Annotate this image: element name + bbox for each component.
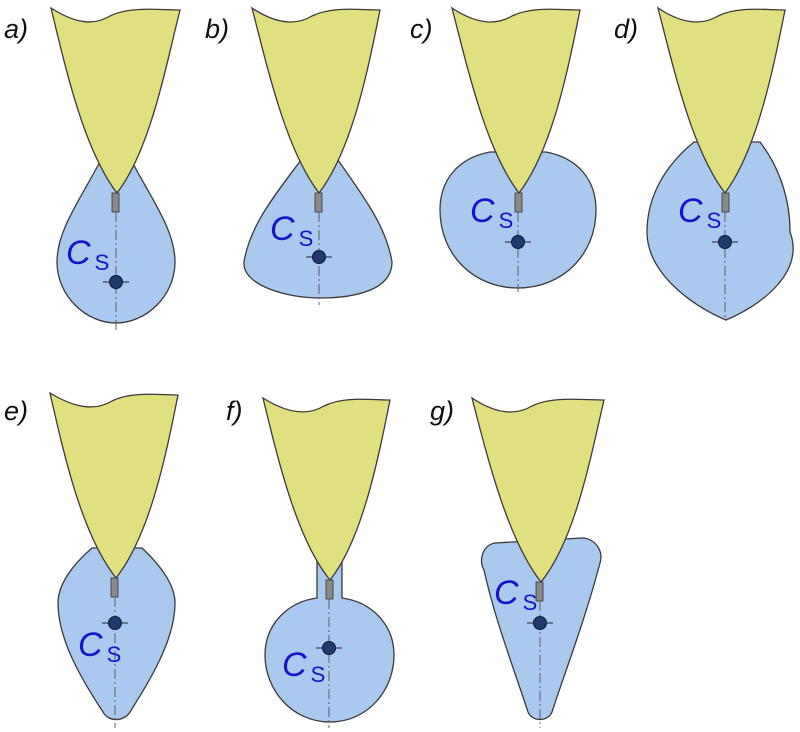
pin-b — [314, 192, 323, 213]
panel-label-b: b) — [205, 14, 229, 44]
cs-label-b: C S — [270, 210, 313, 251]
panel-label-e: e) — [4, 396, 28, 426]
center-of-gravity-d — [718, 235, 732, 249]
cs-label-c: C S — [470, 192, 513, 233]
panel-label-c: c) — [410, 14, 433, 44]
panel-f: f) C S — [226, 396, 395, 728]
cs-main-e: C — [78, 626, 103, 664]
center-of-gravity-a — [109, 275, 123, 289]
pin-f — [325, 579, 334, 600]
crown-f — [261, 396, 391, 582]
center-of-gravity-c — [511, 235, 525, 249]
pin-c — [514, 192, 523, 213]
panel-e: e) C S — [4, 391, 179, 728]
crown-g — [470, 396, 605, 584]
cs-main-c: C — [470, 192, 495, 230]
center-of-gravity-b — [312, 250, 326, 264]
tooth-body-b — [243, 159, 393, 299]
pin-g — [535, 581, 544, 602]
panel-b: b) C S — [205, 6, 393, 305]
tooth-body-d — [646, 141, 794, 321]
panel-label-g: g) — [430, 396, 454, 426]
cs-label-g: C S — [494, 574, 537, 615]
panel-c: c) C S — [410, 6, 597, 292]
tooth-body-f — [264, 559, 395, 723]
cs-main-b: C — [270, 210, 295, 248]
cs-main-d: C — [678, 192, 703, 230]
cs-label-a: C S — [66, 234, 109, 275]
cs-main-f: C — [282, 646, 307, 684]
cs-label-e: C S — [78, 626, 121, 667]
crown-d — [656, 6, 786, 195]
center-of-gravity-f — [322, 641, 336, 655]
cs-sub-d: S — [707, 208, 722, 233]
center-of-gravity-g — [533, 616, 547, 630]
pin-d — [721, 192, 730, 213]
cs-label-d: C S — [678, 192, 721, 233]
crown-e — [49, 391, 179, 580]
cs-sub-c: S — [499, 208, 514, 233]
cs-sub-a: S — [95, 250, 110, 275]
pin-e — [110, 577, 119, 598]
panel-label-a: a) — [4, 14, 28, 44]
cs-sub-f: S — [311, 662, 326, 687]
panel-label-f: f) — [226, 396, 243, 426]
cs-sub-e: S — [107, 642, 122, 667]
panel-a: a) C S — [4, 6, 181, 333]
cs-sub-b: S — [299, 226, 314, 251]
cs-sub-g: S — [523, 590, 538, 615]
panel-label-d: d) — [614, 14, 638, 44]
crown-a — [49, 6, 181, 195]
cs-label-f: C S — [282, 646, 325, 687]
crown-b — [250, 6, 381, 195]
panel-g: g) C S — [430, 396, 605, 728]
panel-d: d) C S — [614, 6, 794, 321]
tooth-body-e — [57, 547, 176, 721]
pin-a — [111, 192, 120, 213]
crown-c — [450, 6, 581, 195]
cs-main-g: C — [494, 574, 519, 612]
cs-main-a: C — [66, 234, 91, 272]
center-of-gravity-e — [108, 616, 122, 630]
